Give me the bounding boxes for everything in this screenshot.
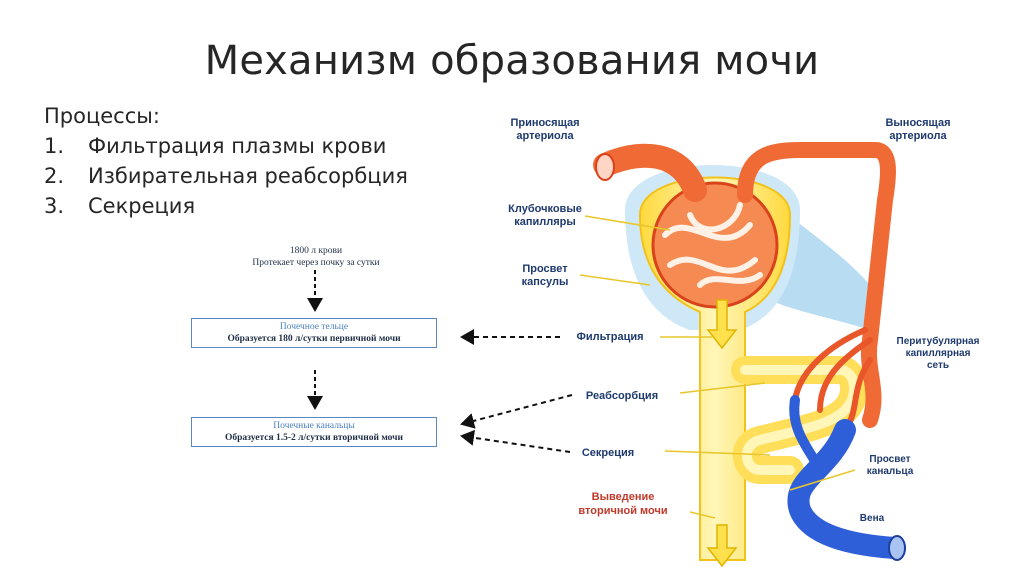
processes-heading: Процессы: bbox=[44, 104, 160, 128]
processes-list: Процессы: 1. Фильтрация плазмы крови 2. … bbox=[44, 104, 408, 224]
arrow-reabsorption bbox=[460, 394, 573, 429]
afferent-arteriole bbox=[593, 143, 707, 202]
flow-box2-title: Почечные канальцы bbox=[273, 421, 355, 431]
process-item: 2. Избирательная реабсорбция bbox=[44, 164, 408, 188]
slide-title: Механизм образования мочи bbox=[204, 38, 820, 84]
process-text: Избирательная реабсорбция bbox=[88, 164, 408, 188]
label-secretion: Секреция bbox=[582, 447, 634, 459]
flow-box2-text: Образуется 1.5-2 л/сутки вторичной мочи bbox=[225, 433, 403, 443]
process-text: Секреция bbox=[88, 194, 196, 218]
flow-box-renal-corpuscle: Почечное тельце Образуется 180 л/сутки п… bbox=[191, 318, 437, 348]
flow-box-renal-tubules: Почечные канальцы Образуется 1.5-2 л/сут… bbox=[191, 417, 437, 447]
vein bbox=[787, 419, 906, 559]
arrow-secretion bbox=[460, 429, 571, 453]
afferent-arteriole-opening bbox=[595, 153, 615, 181]
process-item: 1. Фильтрация плазмы крови bbox=[44, 134, 408, 158]
efferent-arteriole bbox=[737, 142, 896, 428]
flow-arrow-excretion bbox=[706, 524, 738, 568]
process-number: 3. bbox=[44, 194, 65, 218]
flow-box1-text: Образуется 180 л/сутки первичной мочи bbox=[227, 334, 401, 344]
label-reabsorption: Реабсорбция bbox=[586, 390, 658, 402]
flow-box1-title: Почечное тельце bbox=[279, 322, 349, 332]
process-number: 1. bbox=[44, 134, 65, 158]
process-number: 2. bbox=[44, 164, 65, 188]
glomerulus bbox=[651, 181, 779, 309]
flow-top-line2: Протекает через почку за сутки bbox=[252, 258, 380, 268]
flow-arrow-filtration bbox=[706, 299, 738, 350]
flow-top-line1: 1800 л крови bbox=[289, 246, 343, 256]
vein-opening bbox=[888, 535, 906, 561]
label-filtration: Фильтрация bbox=[576, 331, 643, 343]
label-vein: Вена bbox=[860, 513, 885, 524]
process-item: 3. Секреция bbox=[44, 194, 408, 218]
process-text: Фильтрация плазмы крови bbox=[88, 134, 387, 158]
flow-top-text: 1800 л крови Протекает через почку за су… bbox=[196, 245, 436, 269]
